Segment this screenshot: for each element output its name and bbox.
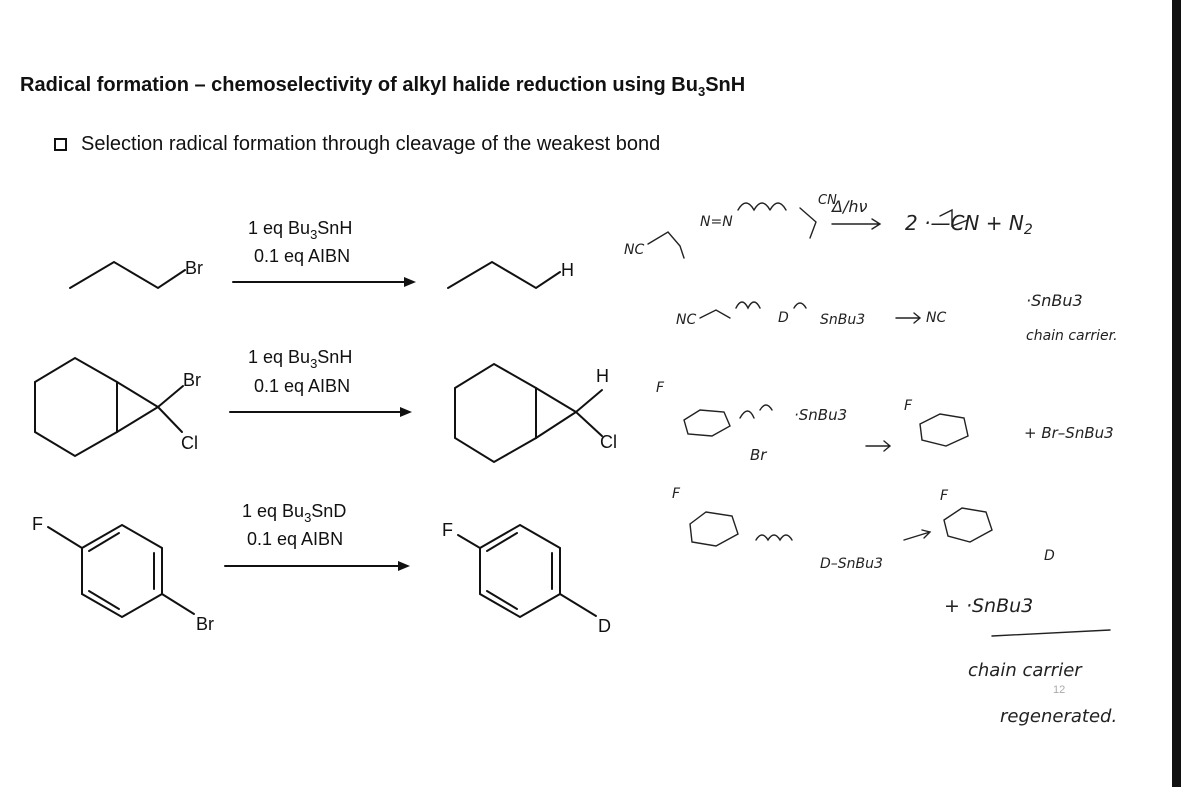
aromatic-double-bond <box>486 532 518 552</box>
reagent-label-2: 0.1 eq AIBN <box>254 376 350 396</box>
label-f: F <box>442 520 453 540</box>
c-br-bond <box>157 385 184 408</box>
hand-text: SnBu3 <box>820 312 865 328</box>
hand-reaction-arrow <box>865 440 892 452</box>
label-h: H <box>596 366 609 386</box>
hand-text: F <box>940 488 949 504</box>
label-h: H <box>561 260 574 280</box>
hand-text: chain carrier <box>968 660 1083 681</box>
c-cl-bond <box>575 411 603 437</box>
label-br: Br <box>183 370 201 390</box>
hand-text: CN <box>818 193 837 208</box>
label-br: Br <box>196 614 214 634</box>
c-f-bond <box>457 534 481 549</box>
propyl-chain-reactant <box>69 260 186 290</box>
c-d-bond <box>559 593 597 617</box>
slide-title: Radical formation – chemoselectivity of … <box>20 74 746 99</box>
hand-text: Δ/hν <box>830 197 867 216</box>
reagent-label-2: 0.1 eq AIBN <box>254 246 350 266</box>
benzene-ring-reactant <box>81 523 163 619</box>
label-d: D <box>598 616 611 636</box>
hand-stroke <box>799 207 817 239</box>
hand-text: NC <box>676 312 696 328</box>
c-cl-bond <box>157 406 183 433</box>
label-br: Br <box>185 258 203 278</box>
bullet-point: Selection radical formation through clea… <box>54 133 660 156</box>
page-number: 12 <box>1053 684 1066 696</box>
c-br-bond <box>161 593 195 615</box>
aromatic-double-bond <box>88 590 120 610</box>
hand-text: chain carrier. <box>1026 328 1118 344</box>
cyclopropane-bond <box>535 411 577 439</box>
hand-text: 2 ·—CN + N2 <box>905 211 1033 238</box>
reagent-label-1: 1 eq Bu3SnD <box>242 501 346 525</box>
c-h-bond <box>575 389 603 413</box>
hand-text: D–SnBu3 <box>820 556 883 572</box>
hand-text: F <box>656 380 665 396</box>
hand-benzene <box>683 409 731 437</box>
hand-text: NC <box>624 242 644 258</box>
hand-text: regenerated. <box>1000 706 1117 727</box>
label-cl: Cl <box>600 432 617 452</box>
hand-text: ·SnBu3 <box>1026 291 1083 310</box>
benzene-ring-product <box>479 523 561 619</box>
hand-stroke <box>647 231 685 259</box>
propyl-chain-product <box>447 260 561 290</box>
hand-text: + Br–SnBu3 <box>1024 424 1114 442</box>
hand-arrow-curl <box>755 534 793 542</box>
hand-benzene <box>943 507 993 543</box>
cyclohexane-ring-product <box>454 362 537 464</box>
reagent-label-2: 0.1 eq AIBN <box>247 529 343 549</box>
cyclopropane-bond <box>116 406 159 433</box>
hand-arrow-curl <box>737 202 787 212</box>
hand-benzene <box>689 511 739 547</box>
hand-text: + ·SnBu3 <box>944 595 1033 617</box>
hand-reaction-arrow <box>903 529 932 541</box>
handwritten-notes <box>647 202 1111 637</box>
cyclopropane-bond <box>535 387 577 413</box>
reagent-label-1: 1 eq Bu3SnH <box>248 347 352 371</box>
label-f: F <box>32 514 43 534</box>
hand-text: NC <box>926 310 946 326</box>
hand-reaction-arrow <box>831 218 882 230</box>
arrowhead-1 <box>404 277 416 287</box>
checkbox-bullet-icon <box>54 138 67 151</box>
c-f-bond <box>47 526 83 549</box>
right-edge-bar <box>1172 0 1181 787</box>
hand-text: N=N <box>700 214 733 230</box>
hand-underline <box>991 629 1111 637</box>
arrowhead-2 <box>400 407 412 417</box>
aromatic-double-bond <box>486 590 518 610</box>
cyclopropane-bond <box>116 381 159 408</box>
hand-arrow-curl <box>735 301 807 310</box>
hand-stroke <box>939 208 969 228</box>
aromatic-double-bond <box>88 532 120 552</box>
hand-text: D <box>1044 548 1055 564</box>
hand-text: D <box>778 310 789 326</box>
bullet-text: Selection radical formation through clea… <box>81 133 661 155</box>
cyclohexane-ring-reactant <box>34 356 118 458</box>
hand-text: F <box>672 486 681 502</box>
hand-benzene <box>919 413 969 447</box>
hand-reaction-arrow <box>895 312 922 324</box>
hand-arrow-curl <box>739 404 773 419</box>
arrowhead-3 <box>398 561 410 571</box>
hand-text: ·SnBu3 <box>794 406 847 424</box>
reagent-label-1: 1 eq Bu3SnH <box>248 218 352 242</box>
hand-text: F <box>904 398 913 414</box>
label-cl: Cl <box>181 433 198 453</box>
hand-text: Br <box>750 446 767 464</box>
hand-stroke <box>699 309 731 319</box>
